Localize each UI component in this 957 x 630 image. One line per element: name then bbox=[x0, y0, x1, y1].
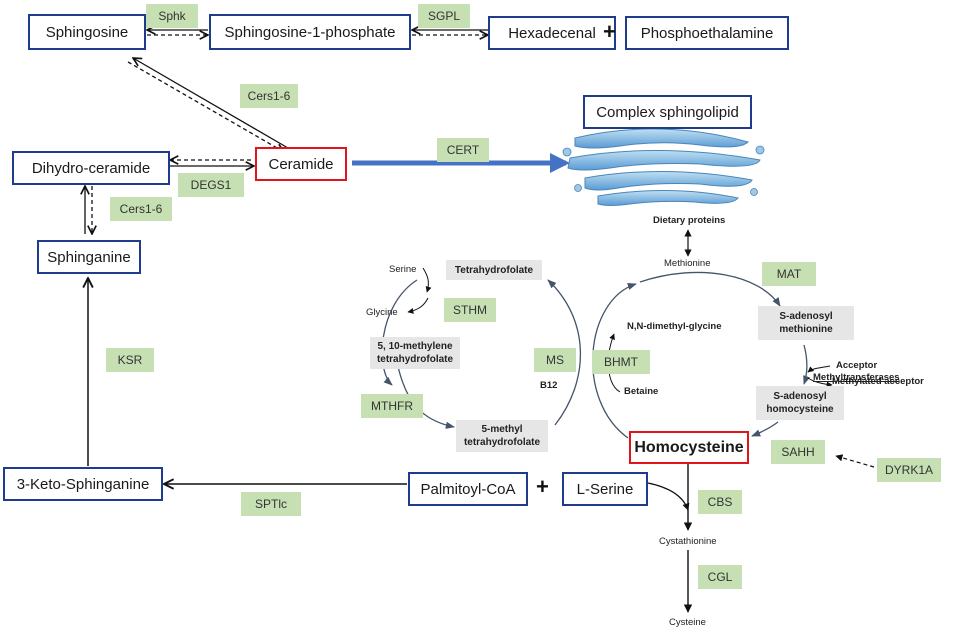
enzyme-ms: MS bbox=[534, 348, 576, 372]
enzyme-cers-left: Cers1-6 bbox=[110, 197, 172, 221]
metabolite-tetrahydrofolate: Tetrahydrofolate bbox=[446, 260, 542, 280]
arrow-dihydroceramide-sphinganine bbox=[85, 186, 92, 234]
enzyme-sahh: SAHH bbox=[771, 440, 825, 464]
arrow-serine-cystathionine bbox=[647, 482, 690, 511]
label-dietary-proteins: Dietary proteins bbox=[653, 215, 726, 226]
enzyme-ksr: KSR bbox=[106, 348, 154, 372]
label-methyltransferases: Methyltransferases bbox=[813, 372, 900, 383]
enzyme-sthm: STHM bbox=[444, 298, 496, 322]
node-3-keto-sphinganine: 3-Keto-Sphinganine bbox=[3, 467, 163, 501]
enzyme-cbs: CBS bbox=[698, 490, 742, 514]
enzyme-mat: MAT bbox=[762, 262, 816, 286]
enzyme-dyrk1a: DYRK1A bbox=[877, 458, 941, 482]
node-homocysteine: Homocysteine bbox=[629, 431, 749, 464]
label-glycine: Glycine bbox=[366, 307, 398, 318]
metabolite-sah-line2: homocysteine bbox=[766, 404, 834, 415]
arrow-sphingosine-ceramide bbox=[127, 58, 289, 152]
metabolite-methylene-thf: 5, 10-methylene tetrahydrofolate bbox=[370, 337, 460, 369]
node-phosphoethalamine: Phosphoethalamine bbox=[625, 16, 789, 50]
node-sphingosine: Sphingosine bbox=[28, 14, 146, 50]
metabolite-sam-line1: S-adenosyl bbox=[779, 311, 833, 322]
enzyme-cgl: CGL bbox=[698, 565, 742, 589]
node-dihydro-ceramide: Dihydro-ceramide bbox=[12, 151, 170, 185]
label-methylated-acceptor: Methylated acceptor bbox=[832, 376, 924, 387]
metabolite-methylene-thf-line2: tetrahydrofolate bbox=[376, 354, 454, 365]
enzyme-sptlc: SPTlc bbox=[241, 492, 301, 516]
arrow-dihydroceramide-ceramide bbox=[170, 160, 254, 166]
node-sphinganine: Sphinganine bbox=[37, 240, 141, 274]
enzyme-bhmt: BHMT bbox=[592, 350, 650, 374]
enzyme-sgpl: SGPL bbox=[418, 4, 470, 28]
enzyme-degs1: DEGS1 bbox=[178, 173, 244, 197]
metabolite-methylene-thf-line1: 5, 10-methylene bbox=[377, 341, 453, 352]
metabolite-sam-line2: methionine bbox=[779, 324, 833, 335]
node-palmitoyl-coa: Palmitoyl-CoA bbox=[408, 472, 528, 506]
arrow-dyrk1a-sahh bbox=[835, 454, 875, 468]
label-acceptor: Acceptor bbox=[836, 360, 878, 371]
metabolite-sah: S-adenosyl homocysteine bbox=[756, 386, 844, 420]
node-hexadecenal: Hexadecenal bbox=[488, 16, 616, 50]
node-complex-sphingolipid: Complex sphingolipid bbox=[583, 95, 752, 129]
arrow-s1p-hexadecenal bbox=[412, 30, 488, 35]
label-betaine: Betaine bbox=[624, 386, 659, 397]
enzyme-mthfr: MTHFR bbox=[361, 394, 423, 418]
metabolite-methyl-thf-line1: 5-methyl bbox=[481, 424, 523, 435]
label-methionine: Methionine bbox=[664, 258, 711, 269]
enzyme-sphk: Sphk bbox=[146, 4, 198, 28]
enzyme-cers-top: Cers1-6 bbox=[240, 84, 298, 108]
metabolite-sam: S-adenosyl methionine bbox=[758, 306, 854, 340]
node-l-serine: L-Serine bbox=[562, 472, 648, 506]
label-cysteine: Cysteine bbox=[669, 617, 706, 628]
node-ceramide: Ceramide bbox=[255, 147, 347, 181]
node-sphingosine-1-phosphate: Sphingosine-1-phosphate bbox=[209, 14, 411, 50]
label-cystathionine: Cystathionine bbox=[659, 536, 717, 547]
arrow-sphingosine-s1p bbox=[147, 30, 208, 35]
label-b12: B12 bbox=[540, 380, 558, 391]
label-serine: Serine bbox=[389, 264, 417, 275]
metabolite-methyl-thf-line2: tetrahydrofolate bbox=[463, 437, 541, 448]
plus-sign: + bbox=[536, 474, 549, 499]
golgi-apparatus-icon bbox=[562, 128, 765, 206]
label-nn-dimethyl-glycine: N,N-dimethyl-glycine bbox=[627, 321, 722, 332]
enzyme-cert: CERT bbox=[437, 138, 489, 162]
plus-sign: + bbox=[603, 19, 616, 44]
metabolite-methyl-thf: 5-methyl tetrahydrofolate bbox=[456, 420, 548, 452]
metabolite-tetrahydrofolate-label: Tetrahydrofolate bbox=[454, 264, 534, 276]
metabolite-sah-line1: S-adenosyl bbox=[773, 391, 827, 402]
